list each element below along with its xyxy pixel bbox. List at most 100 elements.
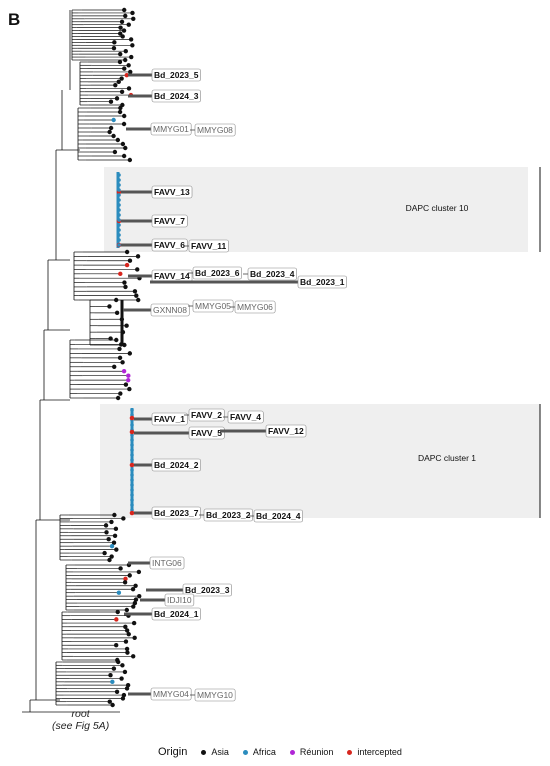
tip-point — [107, 557, 112, 563]
tip-point — [130, 408, 134, 412]
tip-point — [119, 19, 125, 24]
sample-label-box — [151, 68, 201, 82]
tip-point — [127, 573, 132, 578]
sample-label: Bd_2023_5 — [154, 70, 199, 80]
tip-point — [121, 121, 127, 127]
sample-label: FAVV_12 — [268, 426, 304, 436]
tip-point — [124, 686, 130, 691]
legend-label-africa: Africa — [252, 747, 276, 757]
tip-point — [108, 673, 113, 678]
tip-point — [131, 604, 136, 609]
tip-point — [120, 34, 125, 39]
tip-point — [124, 607, 130, 613]
sample-label: Bd_2024_2 — [154, 460, 199, 470]
cluster-shade — [104, 167, 528, 252]
tip-point — [132, 635, 137, 641]
sample-label-box — [149, 556, 185, 570]
tip-point — [115, 137, 121, 143]
tip-point — [113, 297, 119, 303]
tip-point — [117, 238, 121, 242]
sample-label: Bd_2023_4 — [250, 269, 295, 279]
tip-point — [128, 37, 134, 42]
tip-point — [112, 149, 118, 155]
tip-point — [113, 82, 118, 88]
tip-point — [120, 696, 126, 701]
tip-point — [130, 488, 134, 492]
tip-point — [110, 702, 115, 708]
tip-point — [130, 443, 134, 447]
tip-point — [129, 510, 135, 516]
tip-point — [123, 576, 128, 582]
tip-point — [131, 654, 136, 659]
sample-label: FAVV_5 — [191, 428, 222, 438]
tip-point — [107, 699, 112, 704]
tip-point — [111, 540, 117, 545]
tip-point — [112, 533, 118, 538]
sample-label-box — [164, 593, 195, 607]
tip-point — [130, 448, 134, 452]
tip-point — [118, 271, 123, 277]
tip-point — [118, 31, 123, 36]
tip-point — [117, 208, 121, 212]
sample-label: IDJI10 — [167, 595, 192, 605]
sample-label: Bd_2023_7 — [154, 508, 199, 518]
tip-point — [107, 304, 112, 309]
tip-point — [119, 676, 124, 681]
tip-point — [117, 188, 121, 192]
tip-point — [124, 249, 130, 255]
sample-label-box — [151, 185, 193, 199]
tip-point — [135, 254, 141, 259]
legend-title: Origin — [158, 746, 188, 758]
tip-point — [117, 173, 121, 177]
tip-point — [117, 59, 123, 65]
tip-point — [131, 16, 136, 22]
tip-point — [124, 262, 130, 268]
sample-label: Bd_2024_1 — [154, 609, 199, 619]
tip-point — [121, 692, 127, 698]
tip-point — [123, 624, 128, 629]
tip-point — [126, 631, 131, 637]
tip-point — [117, 218, 121, 222]
tip-point — [117, 243, 121, 247]
tip-point — [110, 679, 115, 685]
tip-point — [117, 346, 122, 352]
tip-point — [130, 458, 134, 462]
sample-label-box — [150, 687, 192, 701]
tip-point — [130, 10, 135, 16]
tip-point — [107, 129, 112, 135]
tip-point — [130, 483, 134, 487]
tip-point — [108, 125, 114, 131]
legend-swatch-reunion — [289, 749, 295, 755]
sample-label: Bd_2023_2 — [206, 510, 251, 520]
sample-label: Bd_2024_3 — [154, 91, 199, 101]
tip-point — [117, 228, 121, 232]
tip-point — [124, 323, 129, 328]
tip-point — [120, 663, 125, 668]
tip-point — [117, 178, 121, 182]
tip-point — [120, 141, 126, 147]
sample-label: MMYG08 — [197, 125, 233, 135]
tip-point — [129, 54, 134, 60]
tip-point — [125, 650, 130, 655]
sample-label: Bd_2023_3 — [185, 585, 230, 595]
sample-label-box — [265, 424, 307, 438]
tip-point — [121, 28, 127, 33]
tip-point — [119, 89, 125, 94]
sample-label: MMYG04 — [153, 689, 189, 699]
sample-label: Bd_2023_1 — [300, 277, 345, 287]
tip-point — [137, 593, 142, 599]
tip-point — [127, 157, 133, 163]
tip-point — [128, 69, 133, 75]
cluster-label: DAPC cluster 1 — [418, 453, 476, 463]
tip-point — [117, 109, 123, 115]
tip-point — [117, 233, 121, 237]
tip-point — [117, 198, 121, 202]
tip-point — [119, 76, 124, 81]
tip-point — [126, 373, 131, 378]
tip-point — [130, 438, 134, 442]
tip-point — [126, 86, 132, 91]
tip-point — [104, 530, 109, 535]
tip-point — [124, 73, 129, 78]
tip-point — [124, 646, 130, 652]
